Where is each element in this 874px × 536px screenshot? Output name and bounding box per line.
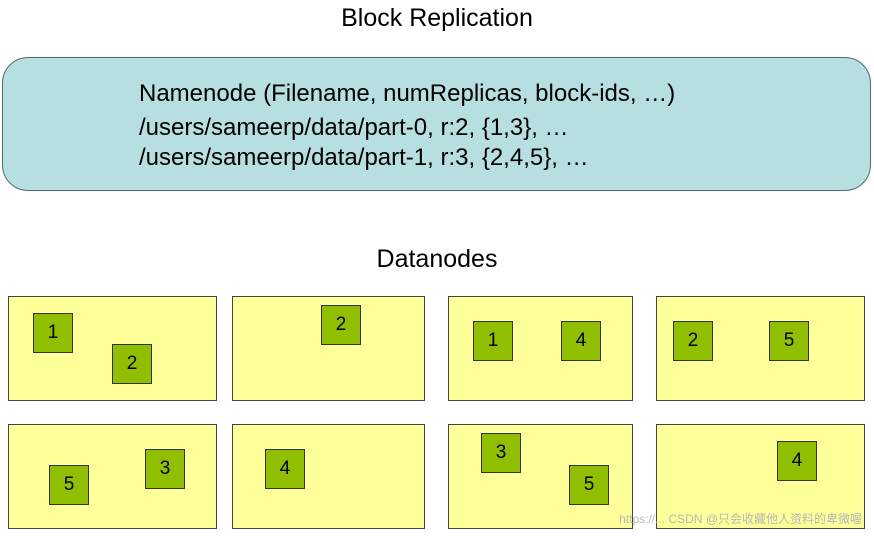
block: 5	[769, 321, 809, 361]
datanodes-label: Datanodes	[376, 245, 498, 273]
datanode-5: 5 3	[8, 424, 217, 529]
datanode-1: 1 2	[8, 296, 217, 401]
block: 4	[561, 321, 601, 361]
diagram-title: Block Replication	[341, 4, 533, 32]
block: 4	[777, 441, 817, 481]
block: 2	[321, 305, 361, 345]
namenode-box: Namenode (Filename, numReplicas, block-i…	[2, 57, 871, 191]
block: 3	[145, 449, 185, 489]
namenode-file-entry-part-1: /users/sameerp/data/part-1, r:3, {2,4,5}…	[139, 144, 589, 171]
namenode-file-entry-part-0: /users/sameerp/data/part-0, r:2, {1,3}, …	[139, 114, 569, 141]
block: 5	[49, 465, 89, 505]
block: 1	[473, 321, 513, 361]
namenode-header-line: Namenode (Filename, numReplicas, block-i…	[139, 80, 676, 107]
block: 1	[33, 313, 73, 353]
block: 2	[673, 321, 713, 361]
datanode-8: 4	[656, 424, 865, 529]
datanode-3: 1 4	[448, 296, 633, 401]
datanode-6: 4	[232, 424, 425, 529]
block: 2	[112, 344, 152, 384]
block: 4	[265, 449, 305, 489]
watermark: https://... CSDN @只会收藏他人资料的卑微喔	[619, 512, 862, 526]
datanode-7: 3 5	[448, 424, 633, 529]
datanode-2: 2	[232, 296, 425, 401]
block: 3	[481, 433, 521, 473]
block: 5	[569, 465, 609, 505]
datanode-4: 2 5	[656, 296, 865, 401]
